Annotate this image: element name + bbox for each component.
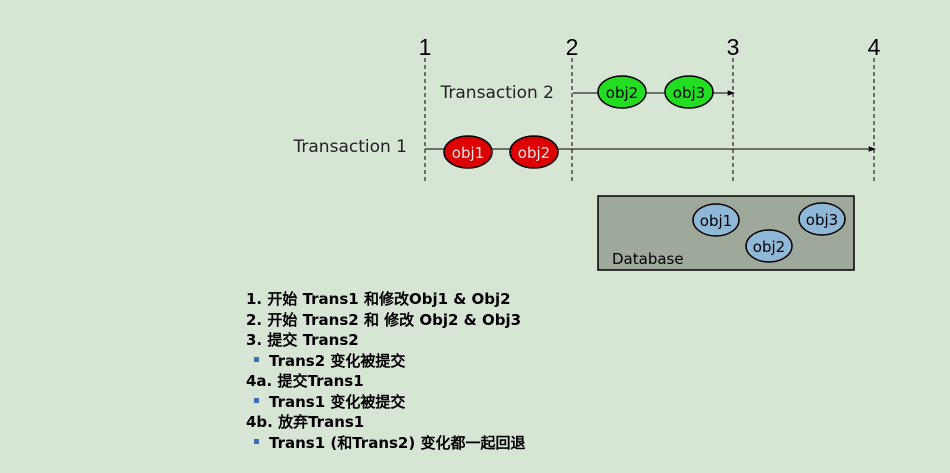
database-object: obj2 (745, 229, 793, 263)
object-label: obj1 (700, 212, 732, 230)
transaction-1-object: obj1 (443, 135, 493, 169)
step-item: 4a. 提交Trans1 (246, 371, 525, 392)
time-marker-2: 2 (566, 34, 579, 183)
object-label: obj1 (452, 144, 484, 162)
transaction-2-label: Transaction 2 (440, 83, 554, 103)
step-item: 2. 开始 Trans2 和 修改 Obj2 & Obj3 (246, 310, 525, 331)
transaction-2-object: obj2 (597, 75, 647, 109)
step-text: Trans1 变化被提交 (269, 392, 406, 411)
step-text: 3. 提交 Trans2 (246, 331, 359, 349)
time-marker-4: 4 (868, 34, 881, 183)
timeline-markers: 1 2 3 4 (419, 34, 881, 183)
database-box: Database obj1 obj2 obj3 (597, 195, 855, 271)
transaction-diagram: 1 2 3 4 Transaction 2 obj2 obj3 Transact (293, 34, 881, 271)
step-text: 2. 开始 Trans2 和 修改 Obj2 & Obj3 (246, 310, 522, 329)
database-object: obj1 (692, 203, 740, 237)
step-text: Trans1 (和Trans2) 变化都一起回退 (269, 433, 526, 452)
database-label: Database (612, 250, 684, 268)
square-bullet-icon (254, 356, 259, 362)
object-ellipse (798, 202, 846, 236)
transaction-2-object: obj3 (664, 75, 714, 109)
step-item: 4b. 放弃Trans1 (246, 412, 525, 433)
database-object: obj3 (798, 202, 846, 236)
object-label: obj2 (606, 84, 638, 102)
step-subitem: Trans2 变化被提交 (246, 351, 525, 372)
object-label: obj3 (806, 211, 838, 229)
step-text: 1. 开始 Trans1 和修改Obj1 & Obj2 (246, 290, 511, 308)
step-text: 4b. 放弃Trans1 (246, 413, 365, 431)
object-ellipse (692, 203, 740, 237)
object-label: obj3 (673, 84, 705, 102)
time-marker-label: 2 (566, 34, 579, 60)
time-marker-3: 3 (727, 34, 740, 183)
object-label: obj2 (518, 144, 550, 162)
object-ellipse (664, 75, 714, 109)
step-text: Trans2 变化被提交 (269, 351, 406, 370)
step-text: 4a. 提交Trans1 (246, 372, 364, 390)
time-marker-label: 3 (727, 34, 740, 60)
object-ellipse (745, 229, 793, 263)
transaction-1-label: Transaction 1 (293, 137, 407, 157)
object-ellipse (443, 135, 493, 169)
steps-list: 1. 开始 Trans1 和修改Obj1 & Obj2 2. 开始 Trans2… (246, 289, 525, 453)
square-bullet-icon (254, 438, 259, 444)
step-subitem: Trans1 变化被提交 (246, 392, 525, 413)
transaction-1-row: Transaction 1 obj1 obj2 (293, 135, 876, 169)
time-marker-1: 1 (419, 34, 432, 183)
time-marker-label: 4 (868, 34, 881, 60)
step-item: 3. 提交 Trans2 (246, 330, 525, 351)
square-bullet-icon (254, 397, 259, 403)
object-ellipse (597, 75, 647, 109)
time-marker-label: 1 (419, 34, 432, 60)
step-subitem: Trans1 (和Trans2) 变化都一起回退 (246, 433, 525, 454)
transaction-1-object: obj2 (509, 135, 559, 169)
transaction-2-row: Transaction 2 obj2 obj3 (440, 75, 735, 109)
object-ellipse (509, 135, 559, 169)
object-label: obj2 (753, 238, 785, 256)
step-item: 1. 开始 Trans1 和修改Obj1 & Obj2 (246, 289, 525, 310)
